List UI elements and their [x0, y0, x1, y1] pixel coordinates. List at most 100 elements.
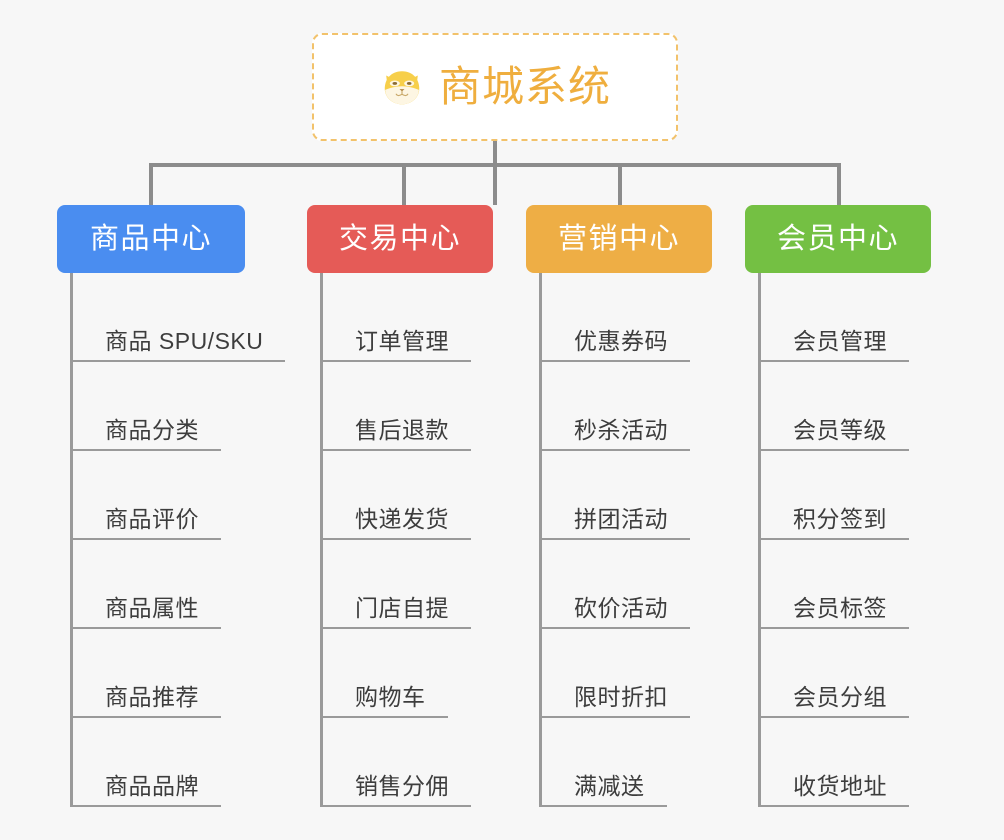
leaf-underline: 满减送: [539, 772, 667, 807]
leaf-item[interactable]: 商品 SPU/SKU: [57, 273, 286, 362]
leaf-underline: 会员等级: [758, 416, 909, 451]
leaf-item[interactable]: 售后退款: [307, 362, 493, 451]
leaf-underline: 商品推荐: [70, 683, 221, 718]
leaf-item[interactable]: 门店自提: [307, 540, 493, 629]
branch-spine-3: [539, 273, 542, 807]
leaf-underline: 商品分类: [70, 416, 221, 451]
branch-column-1: 商品中心 商品 SPU/SKU 商品分类 商品评价 商品属性: [57, 205, 286, 807]
leaf-list-2: 订单管理 售后退款 快递发货 门店自提 购物车: [307, 273, 493, 807]
leaf-item[interactable]: 会员标签: [745, 540, 931, 629]
leaf-item[interactable]: 商品评价: [57, 451, 245, 540]
leaf-label: 商品评价: [105, 506, 199, 533]
root-node[interactable]: 商城系统: [312, 33, 678, 141]
leaf-label: 会员管理: [793, 328, 887, 355]
leaf-underline: 门店自提: [320, 594, 471, 629]
category-label-3: 营销中心: [557, 222, 680, 255]
branch-spine-2: [320, 273, 323, 807]
leaf-label: 拼团活动: [574, 506, 668, 533]
category-label-4: 会员中心: [776, 222, 899, 255]
leaf-label: 满减送: [574, 773, 645, 800]
leaf-underline: 砍价活动: [539, 594, 690, 629]
leaf-label: 商品分类: [105, 417, 199, 444]
leaf-underline: 购物车: [320, 683, 448, 718]
leaf-underline: 积分签到: [758, 505, 909, 540]
leaf-item[interactable]: 优惠券码: [526, 273, 712, 362]
leaf-underline: 会员标签: [758, 594, 909, 629]
leaf-underline: 优惠券码: [539, 327, 690, 362]
leaf-item[interactable]: 商品分类: [57, 362, 245, 451]
leaf-label: 快递发货: [355, 506, 449, 533]
leaf-label: 商品 SPU/SKU: [105, 328, 264, 355]
leaf-underline: 会员管理: [758, 327, 909, 362]
leaf-item[interactable]: 拼团活动: [526, 451, 712, 540]
leaf-item[interactable]: 砍价活动: [526, 540, 712, 629]
connector-horizontal-bus: [149, 163, 841, 167]
connector-drop-1: [149, 163, 153, 205]
category-label-1: 商品中心: [89, 222, 212, 255]
leaf-underline: 会员分组: [758, 683, 909, 718]
leaf-label: 砍价活动: [574, 595, 668, 622]
leaf-label: 会员分组: [793, 684, 887, 711]
category-box-3[interactable]: 营销中心: [526, 205, 712, 273]
leaf-list-3: 优惠券码 秒杀活动 拼团活动 砍价活动 限时折扣: [526, 273, 712, 807]
branch-column-4: 会员中心 会员管理 会员等级 积分签到 会员标签: [745, 205, 931, 807]
category-label-2: 交易中心: [338, 222, 461, 255]
leaf-item[interactable]: 销售分佣: [307, 718, 493, 807]
leaf-underline: 销售分佣: [320, 772, 471, 807]
leaf-label: 购物车: [355, 684, 426, 711]
leaf-item[interactable]: 会员分组: [745, 629, 931, 718]
leaf-list-4: 会员管理 会员等级 积分签到 会员标签 会员分组: [745, 273, 931, 807]
category-box-4[interactable]: 会员中心: [745, 205, 931, 273]
leaf-item[interactable]: 商品属性: [57, 540, 245, 629]
leaf-underline: 秒杀活动: [539, 416, 690, 451]
branch-column-2: 交易中心 订单管理 售后退款 快递发货 门店自提: [307, 205, 493, 807]
leaf-label: 会员等级: [793, 417, 887, 444]
root-title: 商城系统: [438, 63, 611, 110]
shiba-dog-face-icon: [379, 64, 425, 110]
leaf-label: 门店自提: [355, 595, 449, 622]
leaf-item[interactable]: 收货地址: [745, 718, 931, 807]
connector-drop-2: [402, 163, 406, 205]
leaf-item[interactable]: 会员等级: [745, 362, 931, 451]
leaf-underline: 商品品牌: [70, 772, 221, 807]
connector-root-vertical: [493, 141, 497, 205]
leaf-item[interactable]: 满减送: [526, 718, 712, 807]
category-box-1[interactable]: 商品中心: [57, 205, 245, 273]
leaf-underline: 商品评价: [70, 505, 221, 540]
leaf-underline: 限时折扣: [539, 683, 690, 718]
leaf-label: 优惠券码: [574, 328, 668, 355]
leaf-underline: 商品 SPU/SKU: [70, 327, 286, 362]
leaf-underline: 收货地址: [758, 772, 909, 807]
leaf-item[interactable]: 商品品牌: [57, 718, 245, 807]
leaf-label: 积分签到: [793, 506, 887, 533]
leaf-label: 限时折扣: [574, 684, 668, 711]
leaf-underline: 快递发货: [320, 505, 471, 540]
leaf-item[interactable]: 快递发货: [307, 451, 493, 540]
leaf-item[interactable]: 购物车: [307, 629, 493, 718]
category-box-2[interactable]: 交易中心: [307, 205, 493, 273]
connector-drop-3: [618, 163, 622, 205]
leaf-label: 售后退款: [355, 417, 449, 444]
leaf-item[interactable]: 限时折扣: [526, 629, 712, 718]
leaf-label: 秒杀活动: [574, 417, 668, 444]
leaf-item[interactable]: 订单管理: [307, 273, 493, 362]
leaf-label: 商品推荐: [105, 684, 199, 711]
leaf-label: 商品品牌: [105, 773, 199, 800]
leaf-label: 商品属性: [105, 595, 199, 622]
branch-column-3: 营销中心 优惠券码 秒杀活动 拼团活动 砍价活动: [526, 205, 712, 807]
leaf-list-1: 商品 SPU/SKU 商品分类 商品评价 商品属性 商品推荐: [57, 273, 286, 807]
leaf-item[interactable]: 会员管理: [745, 273, 931, 362]
leaf-item[interactable]: 积分签到: [745, 451, 931, 540]
leaf-item[interactable]: 商品推荐: [57, 629, 245, 718]
leaf-underline: 拼团活动: [539, 505, 690, 540]
leaf-underline: 售后退款: [320, 416, 471, 451]
leaf-label: 会员标签: [793, 595, 887, 622]
leaf-item[interactable]: 秒杀活动: [526, 362, 712, 451]
leaf-label: 订单管理: [355, 328, 449, 355]
leaf-label: 销售分佣: [355, 773, 449, 800]
leaf-underline: 订单管理: [320, 327, 471, 362]
branch-spine-4: [758, 273, 761, 807]
leaf-underline: 商品属性: [70, 594, 221, 629]
branch-spine-1: [70, 273, 73, 807]
